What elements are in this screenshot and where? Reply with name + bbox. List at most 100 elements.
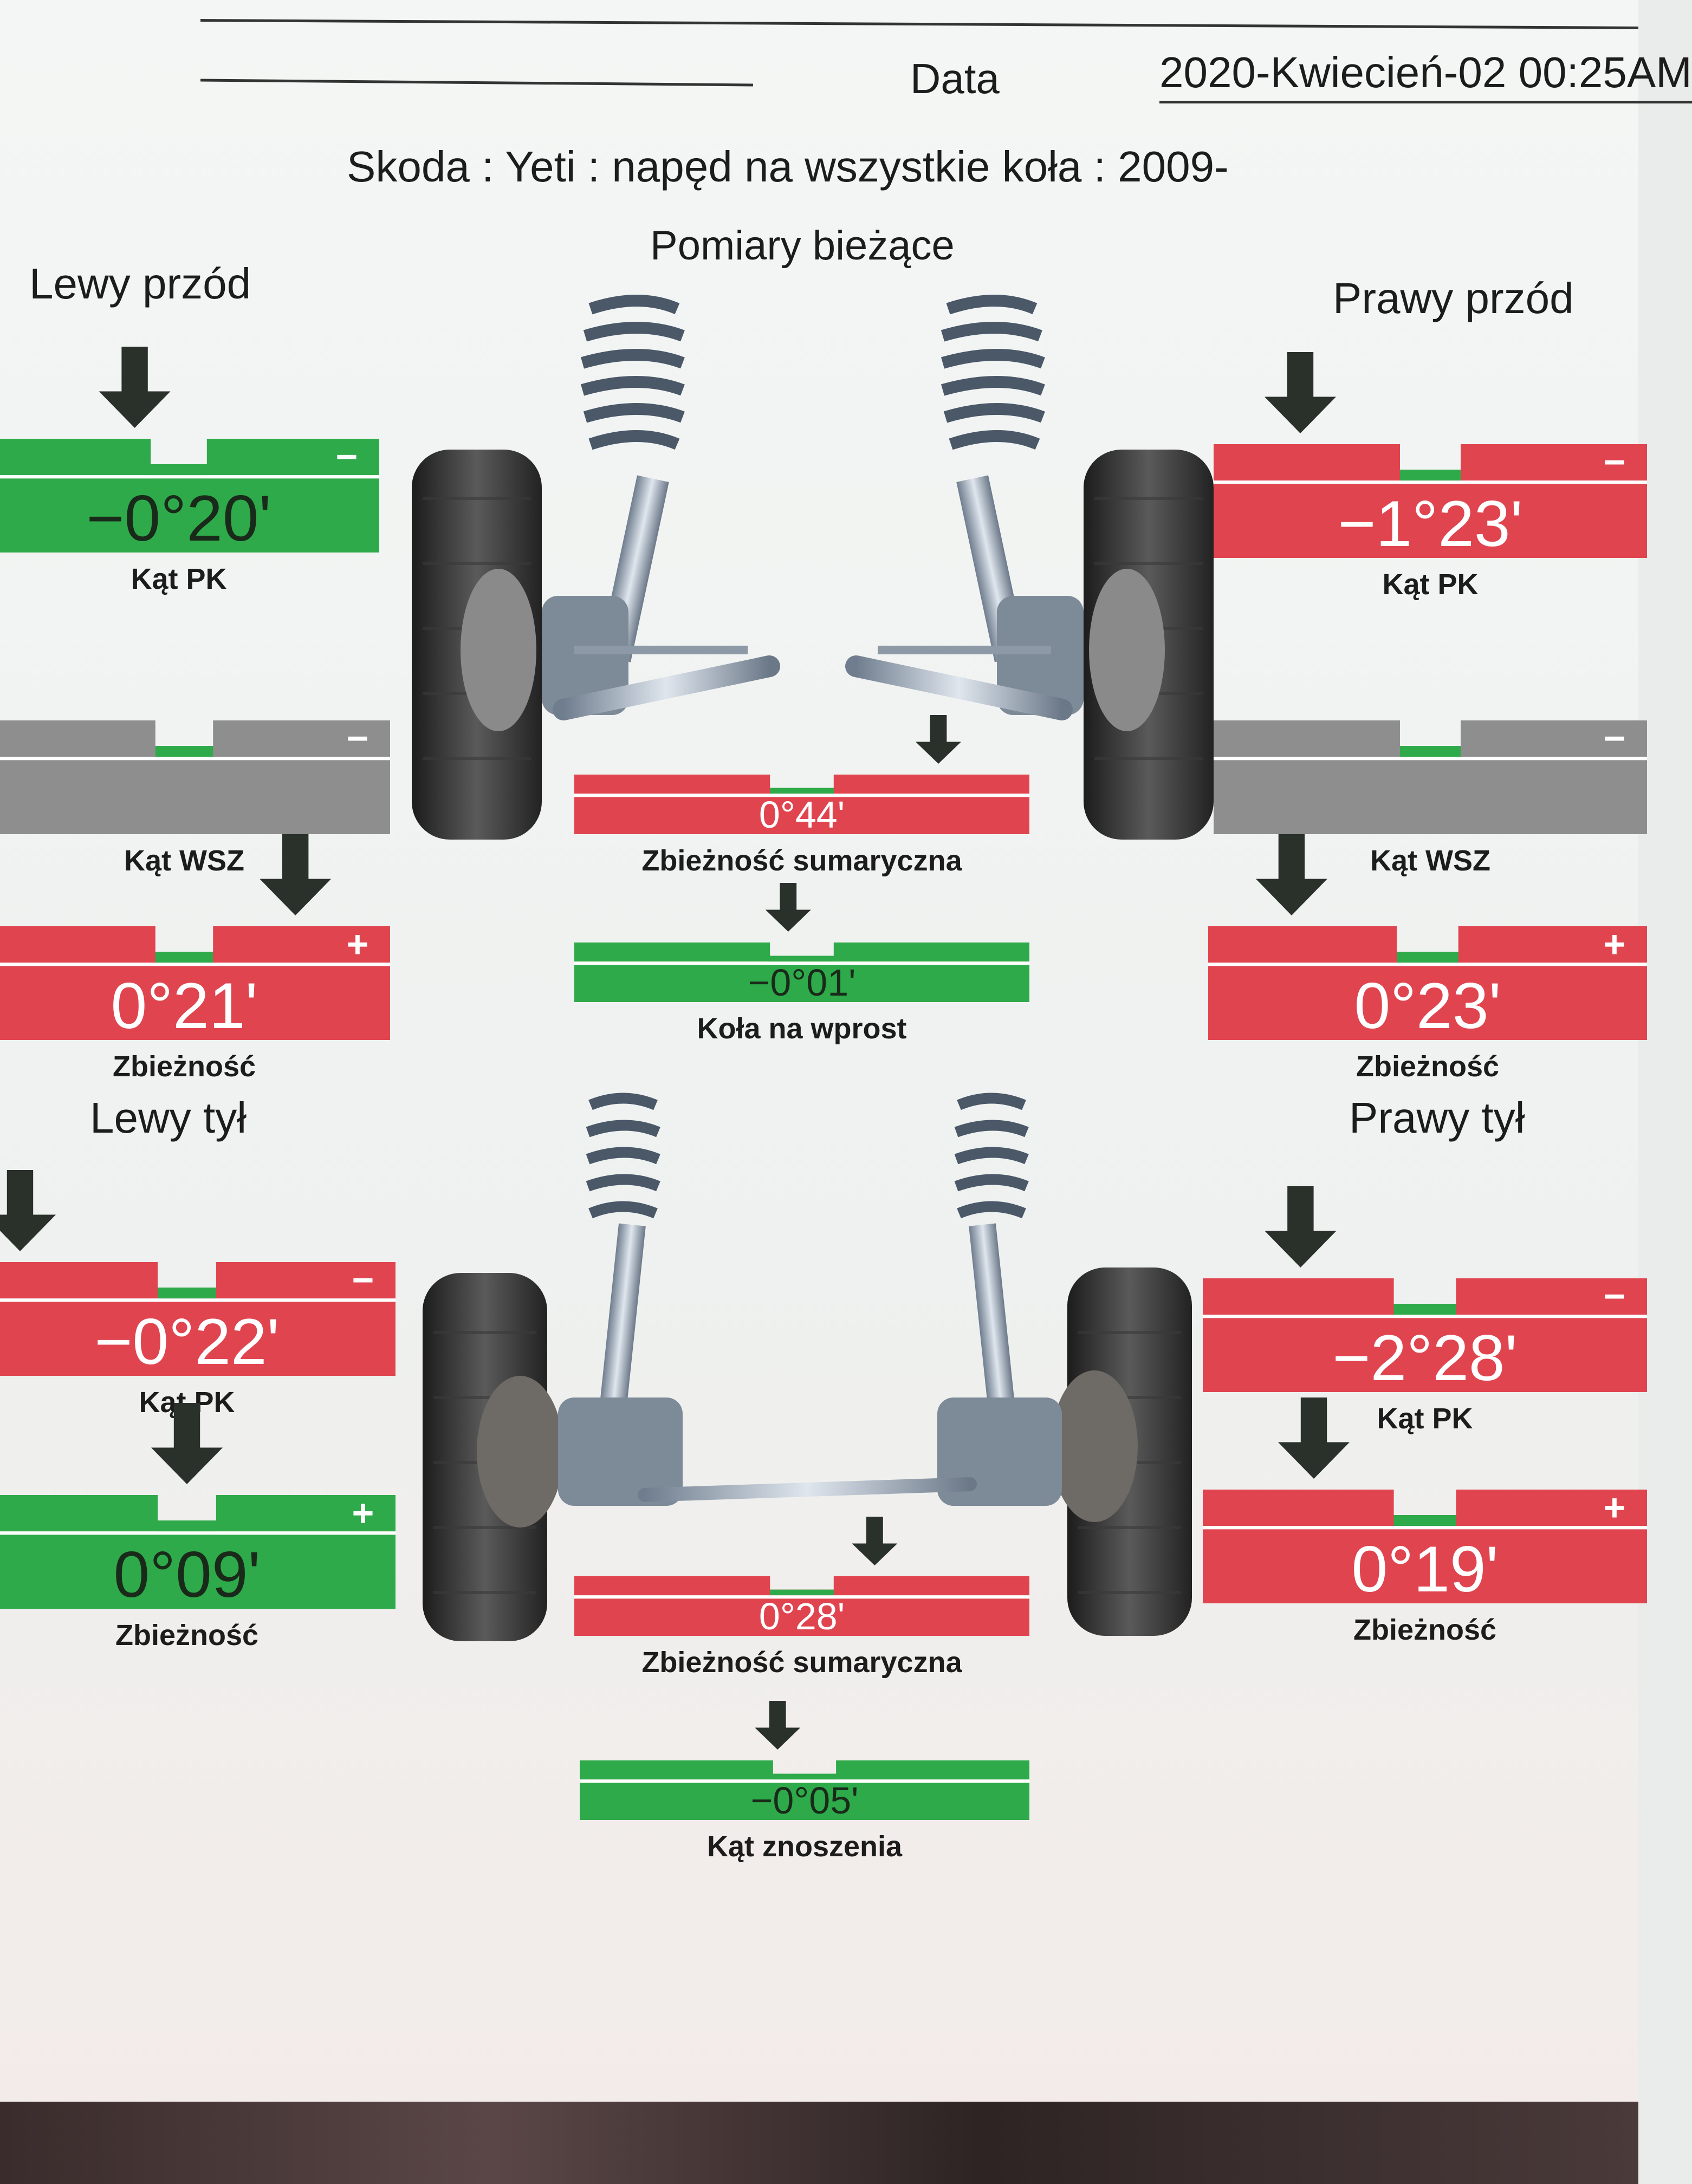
rr_camber-sign: − [1604,1275,1626,1317]
rr_camber-marker-arrow [1265,1186,1337,1268]
lf-caster-gauge: − Kąt WSZ [0,628,390,877]
rf_camber-scale-strip [1214,444,1647,481]
lf_camber-sign: − [336,435,358,478]
lf_camber-label: Kąt PK [131,563,227,595]
rf_camber-sign: − [1604,441,1626,483]
lr_camber-value-panel [0,1302,396,1376]
lr_camber-value: −0°22' [94,1305,279,1378]
position-right-front: Prawy przód [1333,274,1574,322]
rr_toe-value: 0°19' [1351,1533,1498,1606]
lr_camber-sign: − [352,1259,374,1301]
rf_toe-scale-strip [1208,926,1647,963]
rf_toe-sign: + [1604,923,1626,965]
lr-toe-gauge: +0°09'Zbieżność [0,1403,396,1652]
rr_toe-value-panel [1203,1529,1647,1603]
lr_camber-marker-arrow [0,1170,56,1251]
front_total_toe-tolerance-zone [770,788,834,794]
lr_camber-scale-strip [0,1262,396,1299]
rr_toe-tolerance-zone [1393,1515,1456,1526]
lf-camber-gauge: −−0°20' Kąt PK [0,347,379,595]
front_total_toe-bar: 0°44' [574,715,1029,836]
rr-camber-gauge: − −2°28' Kąt PK [1203,1186,1647,1435]
rear_thrust-marker-arrow [755,1701,801,1750]
rr_toe-bar: +0°19' [1203,1398,1647,1606]
lr_camber-bar: − −0°22' [0,1170,396,1378]
rf-toe-gauge: +0°23' Zbieżność [1208,834,1647,1083]
date-label: Data [910,55,1000,102]
rr-toe-gauge: +0°19'Zbieżność [1203,1398,1647,1646]
lf_caster-sign: − [347,717,369,759]
lf_caster-tolerance-zone [155,746,213,757]
position-right-rear: Prawy tył [1349,1094,1525,1142]
date-value: 2020-Kwiecień-02 00:25AM [1159,48,1692,103]
rear_thrust-bar: −0°05' [580,1701,1029,1822]
lr_toe-tolerance-zone [158,1520,216,1532]
rf_caster-scale-strip [1214,720,1647,757]
rf_caster-bar: − [1214,717,1647,834]
rear_total_toe-value: 0°28' [759,1595,845,1637]
lr_toe-bar: +0°09' [0,1403,396,1611]
rear_thrust-scale-strip [580,1760,1029,1780]
rear_total_toe-label: Zbieżność sumaryczna [641,1646,962,1679]
rr_toe-sign: + [1604,1486,1626,1529]
front_thrust-value: −0°01' [748,961,855,1004]
lf_toe-tolerance-zone [155,952,213,963]
rear_thrust-label: Kąt znoszenia [706,1830,903,1863]
lf_toe-bar: +0°21' [0,834,390,1042]
lr_toe-value: 0°09' [113,1538,260,1611]
rf_toe-label: Zbieżność [1356,1050,1500,1083]
printout-paper [0,0,1638,2102]
rear_total_toe-scale-strip [574,1576,1029,1596]
lf_toe-label: Zbieżność [112,1050,256,1083]
lr_toe-marker-arrow [151,1403,223,1484]
rr_camber-tolerance-zone [1393,1304,1456,1315]
lf_caster-value-panel [0,760,390,834]
front-thrust-gauge: −0°01' Koła na wprost [574,883,1029,1051]
rear_total_toe-value-panel [574,1598,1029,1636]
rf-camber-gauge: −−1°23'Kąt PK [1214,352,1647,601]
rear_total_toe-tolerance-zone [770,1589,834,1596]
lf_camber-scale-strip [0,439,379,476]
rr_camber-value-panel [1203,1318,1647,1392]
rf_toe-value-panel [1208,966,1647,1040]
section-title: Pomiary bieżące [650,223,955,269]
lf_camber-bar: −−0°20' [0,347,379,555]
lr-camber-gauge: −−0°22'Kąt PK [0,1170,396,1419]
rf_toe-bar: +0°23' [1208,834,1647,1042]
rr_camber-label: Kąt PK [1377,1402,1473,1435]
rf_camber-value: −1°23' [1338,487,1522,560]
rf-caster-gauge: − Kąt WSZ [1214,628,1647,877]
table-surface [0,2102,1638,2184]
lf_camber-marker-arrow [99,347,171,428]
position-left-front: Lewy przód [29,259,251,308]
front-total-toe-gauge: 0°44' Zbieżność sumaryczna [574,715,1029,877]
rear_thrust-value-panel [580,1783,1029,1820]
lr_toe-scale-strip [0,1495,396,1532]
front_total_toe-label: Zbieżność sumaryczna [641,844,962,877]
lf_caster-bar: − [0,717,390,834]
lf_caster-scale-strip [0,720,390,757]
front-suspension-icon [412,295,1214,840]
front_total_toe-value-panel [574,797,1029,834]
rear_thrust-value: −0°05' [750,1779,858,1822]
lr_toe-sign: + [352,1492,374,1534]
front_total_toe-value: 0°44' [759,794,845,836]
lr_toe-value-panel [0,1535,396,1609]
rf_caster-sign: − [1604,717,1626,759]
front_thrust-label: Koła na wprost [697,1012,907,1045]
rf_camber-value-panel [1214,484,1647,558]
front_thrust-marker-arrow [765,883,811,932]
lr_camber-tolerance-zone [158,1288,216,1299]
rf_camber-marker-arrow [1265,352,1336,433]
rf_caster-label: Kąt WSZ [1370,844,1490,877]
rear_thrust-tolerance-zone [773,1773,837,1780]
rr_camber-scale-strip [1203,1278,1647,1315]
rf_caster-tolerance-zone [1400,746,1461,757]
rr_toe-marker-arrow [1278,1398,1350,1479]
rr_camber-value: −2°28' [1332,1322,1517,1394]
lf_caster-label: Kąt WSZ [124,844,244,877]
rf_toe-marker-arrow [1255,834,1327,915]
lf-toe-gauge: +0°21' Zbieżność [0,834,390,1083]
rear_total_toe-marker-arrow [852,1517,898,1565]
front_total_toe-marker-arrow [916,715,961,764]
